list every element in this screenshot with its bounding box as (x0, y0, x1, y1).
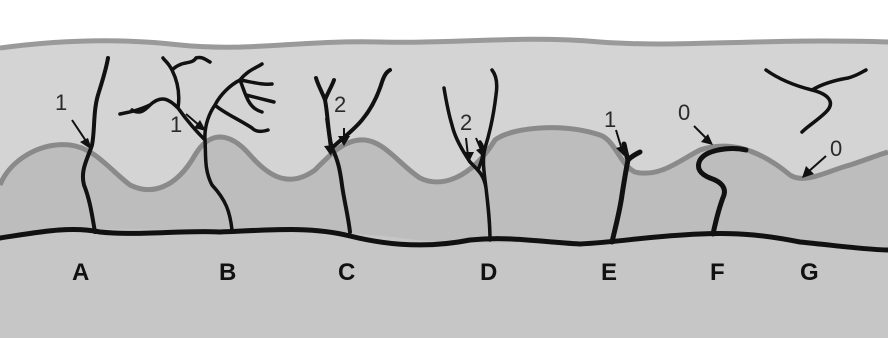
arrow-f (693, 125, 713, 145)
arrow-d1 (462, 137, 474, 162)
site-label-b: B (219, 259, 236, 286)
site-label-e: E (601, 259, 617, 286)
site-label-f: F (710, 259, 725, 286)
axon-a (81, 56, 110, 234)
site-label-c: C (338, 259, 355, 286)
count-label-a: 1 (55, 90, 67, 115)
count-label-b: 1 (170, 112, 182, 137)
lower-region (0, 229, 888, 338)
arrow-b (185, 113, 206, 131)
axon-b (118, 55, 276, 232)
arrow-e (615, 129, 627, 156)
arrow-d2 (475, 137, 486, 158)
arrow-c1 (324, 117, 334, 156)
site-label-a: A (72, 259, 89, 286)
count-label-e: 1 (604, 107, 616, 132)
axon-f (695, 146, 749, 237)
layer-boundary-line (0, 125, 888, 193)
site-label-g: G (800, 259, 819, 286)
count-label-d: 2 (460, 110, 472, 135)
count-label-g: 0 (830, 136, 842, 161)
arrow-a (71, 119, 92, 150)
base-axon (0, 227, 888, 253)
axon-g (764, 68, 868, 134)
outer-layer-top-edge (0, 36, 888, 51)
count-label-c: 2 (334, 92, 346, 117)
arrow-c2 (338, 128, 350, 146)
arrow-g (802, 155, 827, 178)
count-label-f: 0 (678, 100, 690, 125)
axon-e (609, 141, 643, 245)
site-label-d: D (480, 259, 497, 286)
